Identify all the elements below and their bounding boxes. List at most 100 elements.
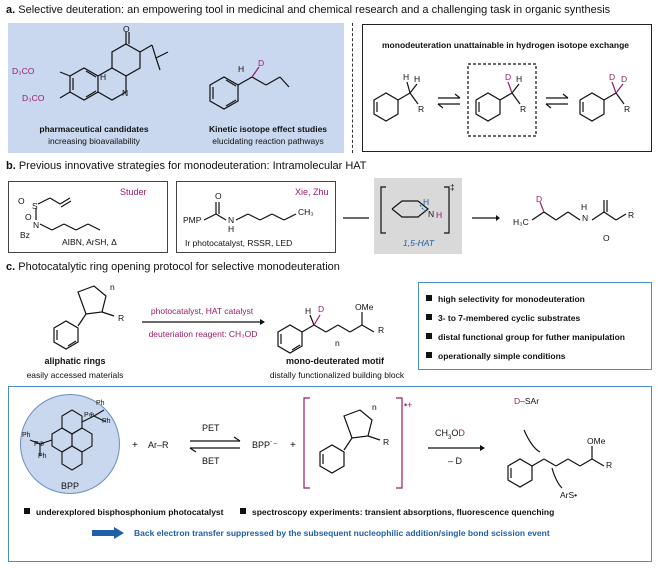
xie-zhu-panel [176,181,336,253]
motif-ome: OMe [355,302,374,312]
bpp-p-1: P⊕ [84,412,95,419]
d-sar-label: D–SAr [514,396,540,406]
divider-dashed [352,23,353,153]
arrow-dash-b [343,217,369,219]
arrow-b [472,215,500,221]
bpp-radical-anion: BPP˙⁻ [252,440,278,450]
ch3od-label: CH3OD [435,428,465,441]
xie-conditions: Ir photocatalyst, RSSR, LED [185,238,293,248]
bullet-photocatalyst: underexplored bisphosphonium photocataly… [24,507,224,517]
bpp-ph-1: Ph [96,400,105,407]
feature-4: operationally simple conditions [426,351,566,361]
hat-h-blue: H [423,197,430,207]
hie-r1: R [418,104,425,114]
rc-n: n [372,402,377,412]
conclusion-text: Back electron transfer suppressed by the… [134,528,550,538]
plus-2: + [290,440,296,451]
prod-b-d: D [536,194,543,204]
motif-r: R [378,325,385,335]
hat-ts-panel [374,178,462,254]
pet-bet-arrows [189,436,241,453]
ar-r: Ar–R [148,440,169,450]
prod-b-n: N [582,213,589,223]
pharma-label: pharmaceutical candidates [39,124,149,134]
monodeuteration-panel [362,24,652,152]
mechanism-panel [8,386,652,562]
studer-conditions: AIBN, ArSH, Δ [62,237,117,247]
pharma-kie-panel [8,23,344,153]
final-ome: OMe [587,436,606,446]
ars-radical-label: ArS• [560,490,578,500]
arrow-c-bottom: deuteriation reagent: CH₃OD [148,329,258,339]
plus-1: + [132,440,138,451]
d3co-bottom-label: D₃CO [22,93,45,103]
final-product-molecule [507,429,605,489]
final-r: R [606,460,613,470]
atom-o-ketone: O [123,24,130,34]
studer-n: N [33,220,40,230]
hie-r3: R [624,104,631,114]
prod-b-o: O [603,233,610,243]
motif-molecule [277,312,375,354]
kie-sublabel: elucidating reaction pathways [212,136,324,146]
arrow-c [142,319,265,325]
feature-3: distal functional group for futher manip… [426,332,625,342]
hat-n: N [428,209,435,219]
bpp-ph-3: Ph [22,432,31,439]
hat-dagger: ‡ [450,182,455,192]
motif-n: n [335,338,340,348]
studer-panel [8,181,168,253]
hie-d3: D [621,74,628,84]
pet-label: PET [202,423,220,433]
feature-1: high selectivity for monodeuteration [426,294,585,304]
hat-label: 1,5-HAT [403,238,435,248]
studer-o2: O [25,212,32,222]
bpp-p-2: P⊕ [34,441,45,448]
mono-title: monodeuteration unattainable in hydrogen… [382,40,629,50]
hie-scheme [373,63,625,137]
pharma-molecule [59,32,169,101]
atom-h-ring: H [100,72,107,82]
studer-o1: O [18,196,25,206]
studer-label: Studer [120,187,147,197]
xie-molecule [203,202,297,221]
kie-molecule [209,66,290,110]
radical-cation-charge: •+ [404,400,413,410]
motif-sublabel: distally functionalized building block [269,370,405,380]
ring-r-label: R [118,313,125,323]
d3co-top-label: D₃CO [12,66,35,76]
rc-r: R [383,437,390,447]
bet-label: BET [202,456,220,466]
arrow-c-top: photocatalyst, HAT catalyst [150,306,254,316]
xie-zhu-label: Xie, Zhu [295,187,329,197]
hat-ts-molecule [380,186,450,234]
xie-o: O [215,191,222,201]
bpp-ph-2: Ph [102,418,111,425]
studer-s: S [32,201,38,211]
section-b-title: b. Previous innovative strategies for mo… [6,160,367,172]
bullet-spectroscopy: spectroscopy experiments: transient abso… [240,507,554,517]
bpp-molecule [29,409,107,471]
hie-h2: H [414,74,421,84]
studer-bz: Bz [20,230,30,240]
bpp-ph-4: Ph [38,453,47,460]
bpp-name: BPP [60,481,79,491]
arrow-ch3od [428,445,485,451]
kie-label: Kinetic isotope effect studies [208,124,328,134]
hat-h-purple: H [436,210,443,220]
ring-n: n [110,282,115,292]
atom-n-ring: N [122,88,129,98]
hie-d2: D [609,72,616,82]
product-b-molecule [531,200,627,221]
prod-b-r: R [628,210,635,220]
radical-cation-molecule [303,397,403,489]
xie-ch3: CH₃ [298,207,314,217]
motif-label: mono-deuterated motif [286,356,384,366]
hie-d1: D [505,72,512,82]
prod-b-h: H [581,202,588,212]
features-panel [418,282,652,370]
xie-pmp: PMP [183,215,202,225]
hie-r2: R [520,104,527,114]
kie-atom-d: D [258,58,265,68]
motif-d: D [318,304,325,314]
